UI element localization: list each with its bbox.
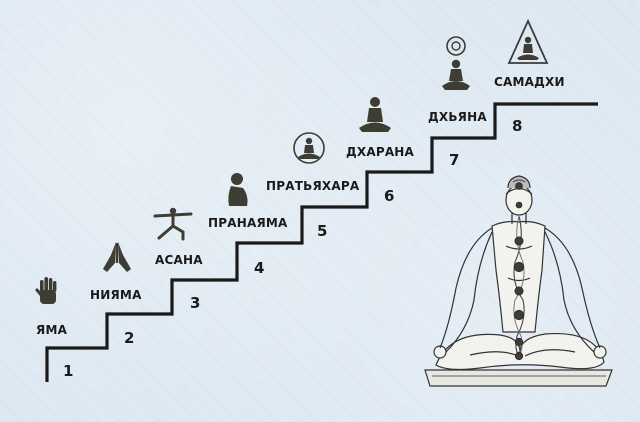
step-label-asana: АСАНА [155,253,203,267]
step-number-2: 2 [124,329,135,347]
step-label-pranayama: ПРАНАЯМА [208,216,288,230]
praying-hands-icon [103,242,131,272]
seated-meditator-icon [359,97,391,132]
meditator-triangle-icon [507,18,549,64]
chakra-points [513,182,525,361]
step-label-niyama: НИЯМА [90,288,142,302]
warrior-pose-icon [153,207,193,241]
meditator-circle-icon [293,132,325,164]
step-number-7: 7 [449,151,460,169]
step-number-3: 3 [190,294,201,312]
step-number-5: 5 [317,222,328,240]
step-number-6: 6 [384,187,395,205]
breathing-figure-icon [228,173,249,206]
step-label-dhyana: ДХЬЯНА [428,110,487,124]
staircase-line [45,102,598,382]
step-label-pratyahara: ПРАТЬЯХАРА [266,179,360,193]
step-label-samadhi: САМАДХИ [494,75,565,89]
step-number-8: 8 [512,117,523,135]
meditator-third-eye-icon [442,36,470,90]
chakra-meditator-figure [424,175,613,387]
step-number-4: 4 [254,259,265,277]
open-hand-icon [35,277,57,304]
step-number-1: 1 [63,362,74,380]
step-label-dharana: ДХАРАНА [346,145,415,159]
step-label-yama: ЯМА [36,323,68,337]
